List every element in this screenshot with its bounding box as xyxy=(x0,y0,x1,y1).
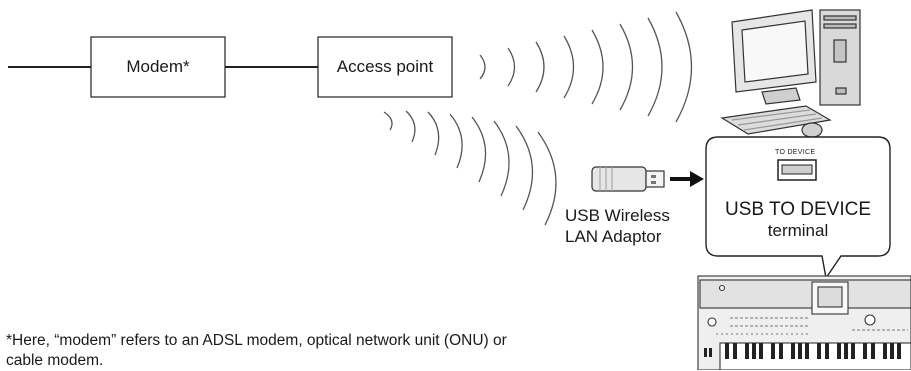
arrow-right-icon xyxy=(670,171,704,187)
terminal-label-line1: USB TO DEVICE xyxy=(724,199,872,220)
adaptor-label-line2: LAN Adaptor xyxy=(565,227,662,246)
wireless-signal-icon-lower xyxy=(383,110,557,226)
wireless-signal-icon xyxy=(479,11,693,123)
footnote-line1: *Here, “modem” refers to an ADSL modem, … xyxy=(6,332,507,349)
desktop-computer-icon xyxy=(720,9,861,138)
keyboard-instrument-icon xyxy=(697,275,911,370)
adaptor-label-line1: USB Wireless xyxy=(565,206,670,225)
footnote-line2: cable modem. xyxy=(6,352,104,369)
access-point-label: Access point xyxy=(336,57,434,76)
usb-adaptor-icon xyxy=(591,166,665,192)
access-point-box xyxy=(317,36,453,98)
terminal-callout xyxy=(705,136,891,280)
port-small-label: TO DEVICE xyxy=(775,149,816,156)
terminal-label-line2: terminal xyxy=(767,221,829,240)
modem-label: Modem* xyxy=(126,57,190,76)
usb-port-icon xyxy=(777,159,817,181)
